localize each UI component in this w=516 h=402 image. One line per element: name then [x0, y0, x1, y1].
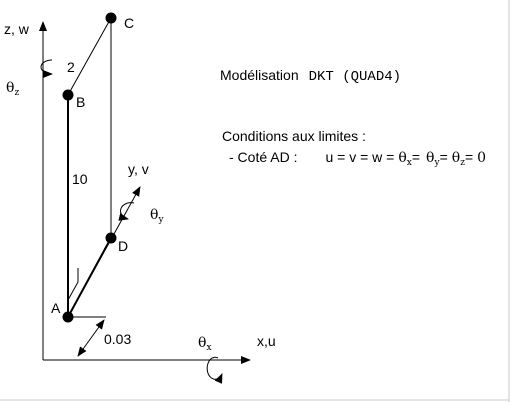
- dim-003-arrow-b: [77, 337, 92, 357]
- cote-ad-line: - Coté AD : u = v = w = θx= θy= θz= 0: [229, 149, 486, 168]
- conditions-title: Conditions aux limites :: [222, 128, 366, 144]
- z-axis-label: z, w: [4, 21, 30, 37]
- point-b-label: B: [76, 94, 85, 110]
- eq-uvw: u = v = w =: [325, 149, 394, 165]
- rotation-x-icon: [206, 356, 223, 384]
- x-axis-label: x,u: [257, 333, 276, 349]
- thickness-marker: [67, 268, 79, 301]
- theta-x-label: θx: [198, 335, 212, 353]
- point-b: [62, 89, 74, 101]
- dim-2-label: 2: [67, 59, 75, 75]
- zero-value: 0: [477, 150, 486, 166]
- point-c-label: C: [124, 15, 134, 31]
- theta-y-label: θy: [150, 207, 164, 225]
- point-a-label: A: [51, 300, 61, 316]
- modelisation-line: Modélisation DKT (QUAD4): [220, 67, 401, 85]
- point-d-label: D: [118, 238, 128, 254]
- dim-003-arrow-a: [90, 319, 105, 339]
- edge-bc: [67, 17, 112, 96]
- dim-10-label: 10: [72, 171, 88, 187]
- point-a: [62, 311, 74, 323]
- cote-ad-label: - Coté AD :: [229, 149, 297, 165]
- dim-003-label: 0.03: [104, 331, 131, 347]
- point-c: [105, 12, 117, 24]
- rotation-z-icon: [40, 59, 53, 78]
- modelisation-value: DKT (QUAD4): [309, 69, 401, 85]
- rotation-y-icon: [118, 202, 135, 221]
- edge-ad: [67, 237, 112, 318]
- point-d: [105, 232, 117, 244]
- modelisation-label: Modélisation: [220, 67, 299, 83]
- theta-z-label: θz: [6, 80, 19, 98]
- y-axis-label: y, v: [128, 161, 149, 177]
